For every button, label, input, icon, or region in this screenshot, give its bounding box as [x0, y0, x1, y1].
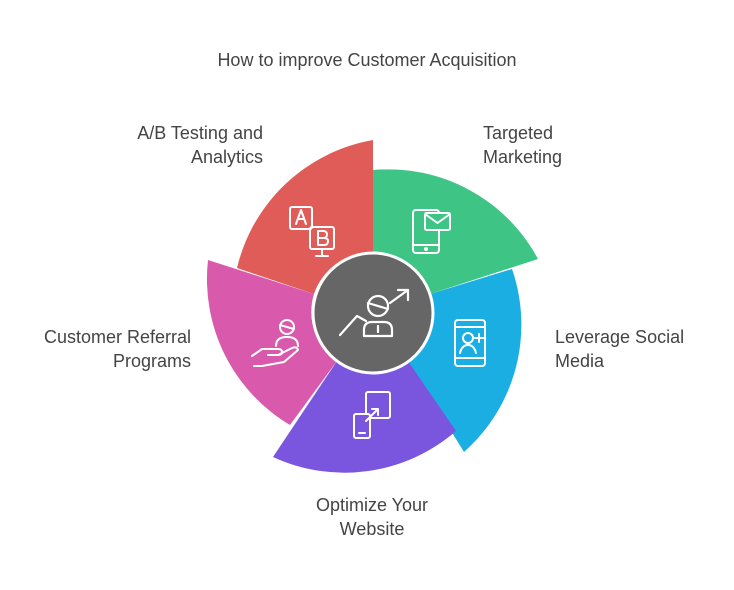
label-optimize-website: Optimize Your Website [292, 493, 452, 541]
label-optimize-website-line1: Optimize Your [315, 495, 429, 515]
mobile-mail-icon [412, 209, 451, 254]
label-social-media: Leverage Social Media [555, 325, 684, 373]
label-targeted-marketing: Targeted Marketing [483, 121, 562, 169]
label-referral: Customer Referral Programs [44, 325, 191, 373]
ab-test-icon [289, 206, 335, 257]
label-social-media-line1: Leverage Social [555, 327, 685, 347]
responsive-devices-icon [353, 391, 391, 439]
label-targeted-marketing-line1: Targeted [483, 123, 554, 143]
label-referral-line2: Programs [112, 351, 191, 371]
center-hub [311, 251, 435, 375]
person-growth-icon [338, 288, 410, 338]
label-social-media-line2: Media [555, 351, 605, 371]
label-ab-testing: A/B Testing and Analytics [137, 121, 263, 169]
label-referral-line1: Customer Referral [43, 327, 191, 347]
label-ab-testing-line2: Analytics [190, 147, 263, 167]
diagram-title: How to improve Customer Acquisition [217, 50, 517, 70]
wedge-targeted-marketing [373, 169, 538, 294]
label-optimize-website-line2: Website [339, 519, 405, 539]
wedge-ab-testing [237, 140, 373, 294]
label-ab-testing-line1: A/B Testing and [137, 123, 263, 143]
label-targeted-marketing-line2: Marketing [483, 147, 563, 167]
hand-person-icon [251, 319, 299, 367]
wedge-referral [206, 260, 337, 425]
social-profile-icon [454, 319, 486, 367]
